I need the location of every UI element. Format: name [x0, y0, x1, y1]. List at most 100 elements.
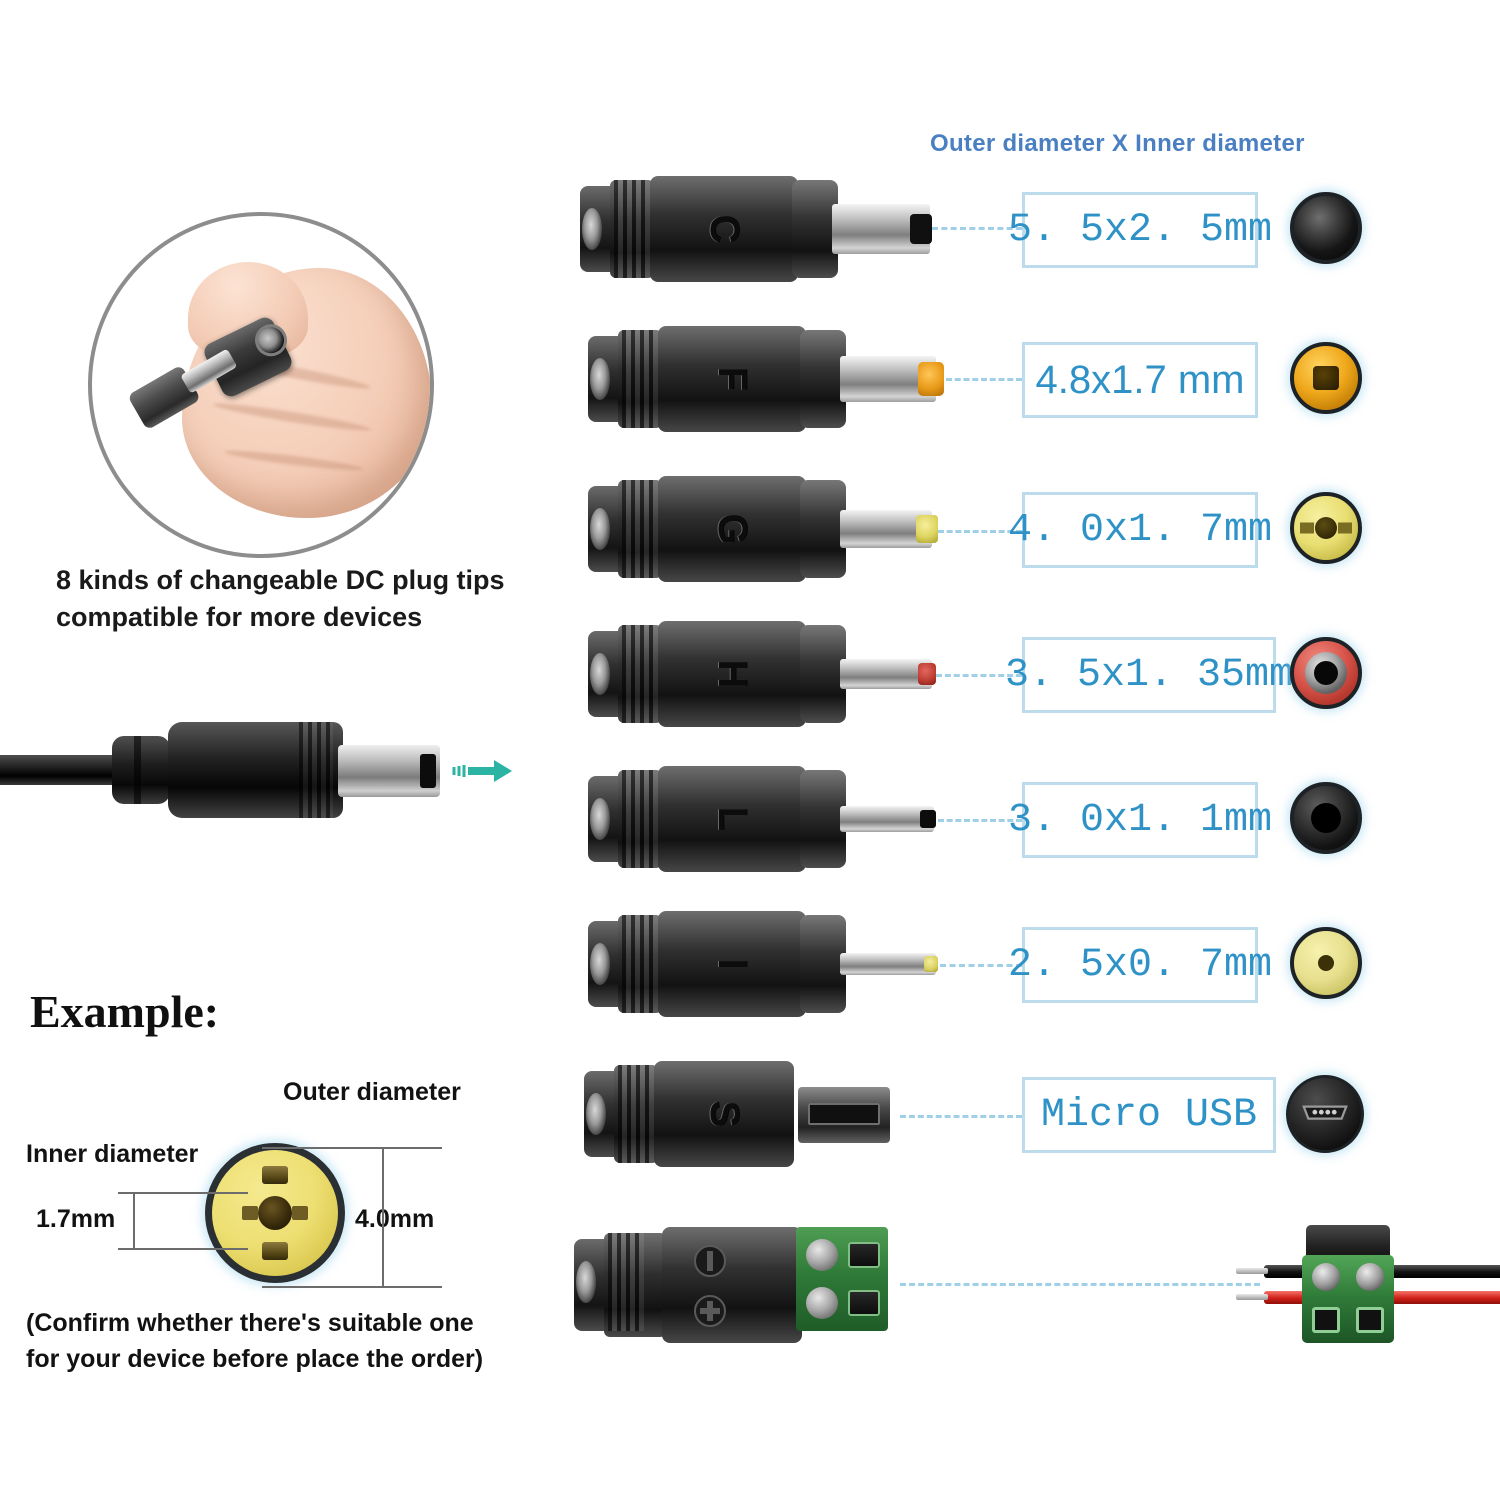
- cable-strain-relief: [112, 736, 170, 804]
- example-outer-diameter-label: Outer diameter: [283, 1078, 461, 1106]
- connector-pin: [840, 659, 932, 689]
- face-view-f: [1290, 342, 1362, 414]
- tip-row-screw-terminal: [560, 1215, 1500, 1395]
- leader-dash-f: [946, 378, 1022, 381]
- face-center-hole: [1314, 661, 1338, 685]
- connector-tab: [262, 1166, 288, 1184]
- screw-head-icon: [694, 1245, 726, 1327]
- connector-tab: [262, 1242, 288, 1260]
- connector-s: S: [584, 1055, 894, 1173]
- black-wire-tip: [1236, 1268, 1268, 1274]
- face-side-contact: [1338, 522, 1352, 534]
- tip-row-g: G 4. 0x1. 7mm: [560, 470, 1500, 620]
- face-metal-ring: [1305, 652, 1347, 694]
- inner-leader-line-bottom: [118, 1248, 248, 1250]
- terminal-screw: [806, 1287, 838, 1319]
- connector-body: [654, 1061, 794, 1167]
- pin-tip-hole: [910, 214, 932, 244]
- connector-body: [658, 476, 806, 582]
- size-label-f: 4.8x1.7 mm: [1022, 342, 1258, 418]
- connector-body: [658, 766, 806, 872]
- tip-row-f: F 4.8x1.7 mm: [560, 320, 1500, 470]
- size-label-h: 3. 5x1. 35mm: [1005, 637, 1293, 713]
- terminal-screw: [1356, 1263, 1384, 1291]
- face-view-g: [1290, 492, 1362, 564]
- leader-dash-micro-usb: [900, 1115, 1022, 1118]
- leader-dash-l: [938, 819, 1022, 822]
- face-center-hole: [1311, 803, 1341, 833]
- face-view-i: [1290, 927, 1362, 999]
- cable-plug-body: [168, 722, 343, 818]
- terminal-wire-hole: [848, 1242, 880, 1268]
- hand-holding-dc-plug-photo: [88, 212, 434, 558]
- grip-ridges: [618, 480, 662, 578]
- pin-tip-insert: [916, 515, 938, 543]
- tip-row-micro-usb: S Micro USB: [560, 1055, 1500, 1205]
- connector-body: [650, 176, 798, 282]
- bottom-note-line1: (Confirm whether there's suitable one: [26, 1309, 474, 1337]
- terminal-screw: [806, 1239, 838, 1271]
- terminal-wire-hole: [1356, 1307, 1384, 1333]
- tip-row-h: H 3. 5x1. 35mm: [560, 615, 1500, 765]
- terminal-wire-hole: [1312, 1307, 1340, 1333]
- leader-dash-h: [936, 674, 1022, 677]
- connector-side-contact: [242, 1206, 258, 1220]
- face-center-pin: [1315, 517, 1337, 539]
- connector-collar: [800, 625, 846, 723]
- face-side-contact: [1300, 522, 1314, 534]
- connector-h: H: [588, 615, 936, 733]
- face-center-hole: [1313, 366, 1339, 390]
- grip-ridges: [618, 915, 662, 1013]
- cable-cord: [0, 755, 128, 785]
- connector-l: L: [588, 760, 936, 878]
- connector-collar: [800, 330, 846, 428]
- connector-f: F: [588, 320, 944, 438]
- diameter-header-note: Outer diameter X Inner diameter: [930, 130, 1305, 157]
- face-view-screw-terminal: [1300, 1225, 1396, 1345]
- left-caption-line1: 8 kinds of changeable DC plug tips: [56, 565, 505, 595]
- direction-arrow-icon: [452, 760, 512, 782]
- outer-dimension-bar: [382, 1147, 384, 1286]
- outer-leader-line-top: [262, 1147, 442, 1149]
- terminal-screw: [1312, 1263, 1340, 1291]
- bottom-note-line2: for your device before place the order): [26, 1345, 484, 1374]
- example-inner-diameter-label: Inner diameter: [26, 1140, 199, 1168]
- leader-dash-i: [940, 964, 1022, 967]
- example-inner-diameter-value: 1.7mm: [36, 1205, 116, 1233]
- outer-leader-line-bottom: [262, 1286, 442, 1288]
- connector-collar: [800, 770, 846, 868]
- connector-collar: [800, 915, 846, 1013]
- grip-ridges: [614, 1065, 658, 1163]
- inner-dimension-bar: [133, 1192, 135, 1248]
- face-center-hole: [1318, 955, 1334, 971]
- micro-usb-port-icon: [1302, 1105, 1348, 1120]
- pin-tip-insert: [918, 362, 944, 396]
- size-label-l: 3. 0x1. 1mm: [1008, 782, 1272, 858]
- connector-letter-c: C: [702, 214, 747, 244]
- face-view-l: [1290, 782, 1362, 854]
- left-caption-line2: compatible for more devices: [56, 602, 423, 633]
- face-view-c: [1290, 192, 1362, 264]
- connector-collar: [800, 480, 846, 578]
- pin-tip-hole: [920, 810, 936, 828]
- leader-dash-screw-terminal: [900, 1283, 1260, 1286]
- size-label-c: 5. 5x2. 5mm: [1008, 192, 1272, 268]
- grip-ridges: [618, 770, 662, 868]
- connector-g: G: [588, 470, 938, 588]
- connector-i: I: [588, 905, 938, 1023]
- connector-pin: [840, 806, 934, 832]
- cable-plug-pin: [338, 745, 440, 797]
- example-title: Example:: [30, 986, 220, 1037]
- leader-dash-g: [938, 530, 1022, 533]
- tip-row-i: I 2. 5x0. 7mm: [560, 905, 1500, 1055]
- size-label-i: 2. 5x0. 7mm: [1008, 927, 1272, 1003]
- connector-letter-l: L: [710, 806, 755, 832]
- connector-letter-f: F: [710, 366, 755, 392]
- inner-leader-line-top: [118, 1192, 248, 1194]
- leader-dash-c: [932, 227, 1022, 230]
- connector-letter-i: I: [710, 958, 755, 970]
- connector-letter-s: S: [702, 1100, 747, 1128]
- connector-body: [658, 911, 806, 1017]
- size-label-g: 4. 0x1. 7mm: [1008, 492, 1272, 568]
- terminal-wire-hole: [848, 1290, 880, 1316]
